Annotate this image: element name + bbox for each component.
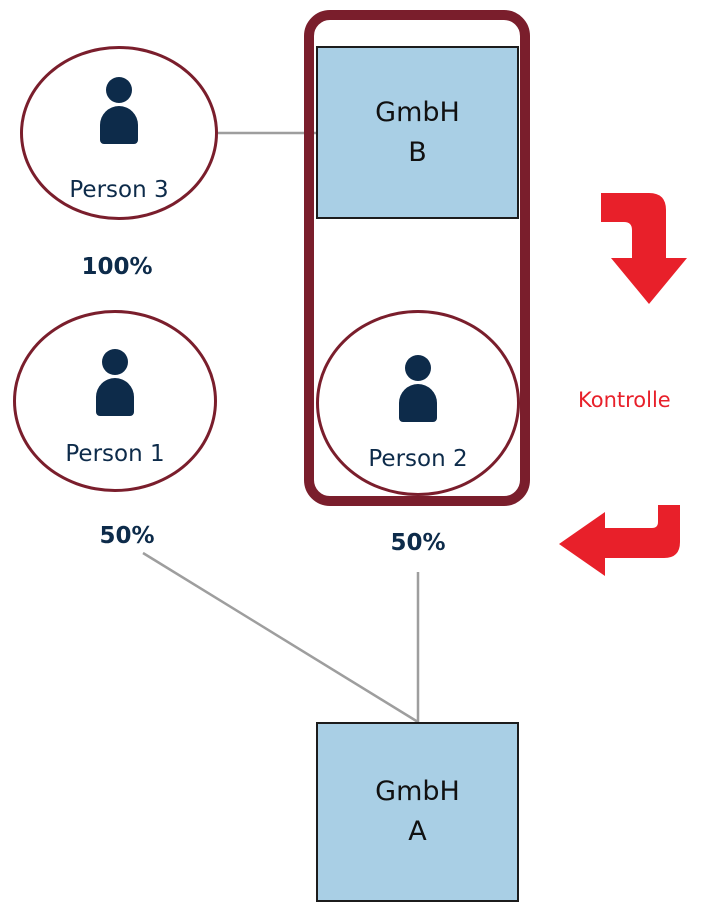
person2-node: Person 2 <box>316 310 520 496</box>
gmbh-b-line1: GmbH <box>375 96 460 128</box>
person-icon-body <box>399 384 437 422</box>
gmbh-a-box: GmbH A <box>316 722 519 902</box>
connector-person1-gmbh-a <box>142 551 419 724</box>
gmbh-b-line2: B <box>408 136 427 168</box>
person-icon-body <box>96 378 134 416</box>
person-icon <box>102 349 128 375</box>
person2-label: Person 2 <box>368 446 468 472</box>
person3-node: Person 3 <box>20 46 218 220</box>
person1-label: Person 1 <box>65 441 165 467</box>
person-icon <box>405 355 431 381</box>
person-icon <box>106 77 132 103</box>
gmbh-b-box: GmbH B <box>316 46 519 219</box>
person3-label: Person 3 <box>69 177 169 203</box>
percent-person1: 50% <box>99 523 155 549</box>
person-icon-body <box>100 106 138 144</box>
percent-person2: 50% <box>390 530 446 556</box>
percent-person3: 100% <box>81 254 153 280</box>
gmbh-a-line1: GmbH <box>375 776 460 807</box>
control-label: Kontrolle <box>578 388 671 412</box>
control-group-frame <box>304 10 530 506</box>
person1-node: Person 1 <box>13 310 217 492</box>
gmbh-a-line2: A <box>408 816 427 847</box>
